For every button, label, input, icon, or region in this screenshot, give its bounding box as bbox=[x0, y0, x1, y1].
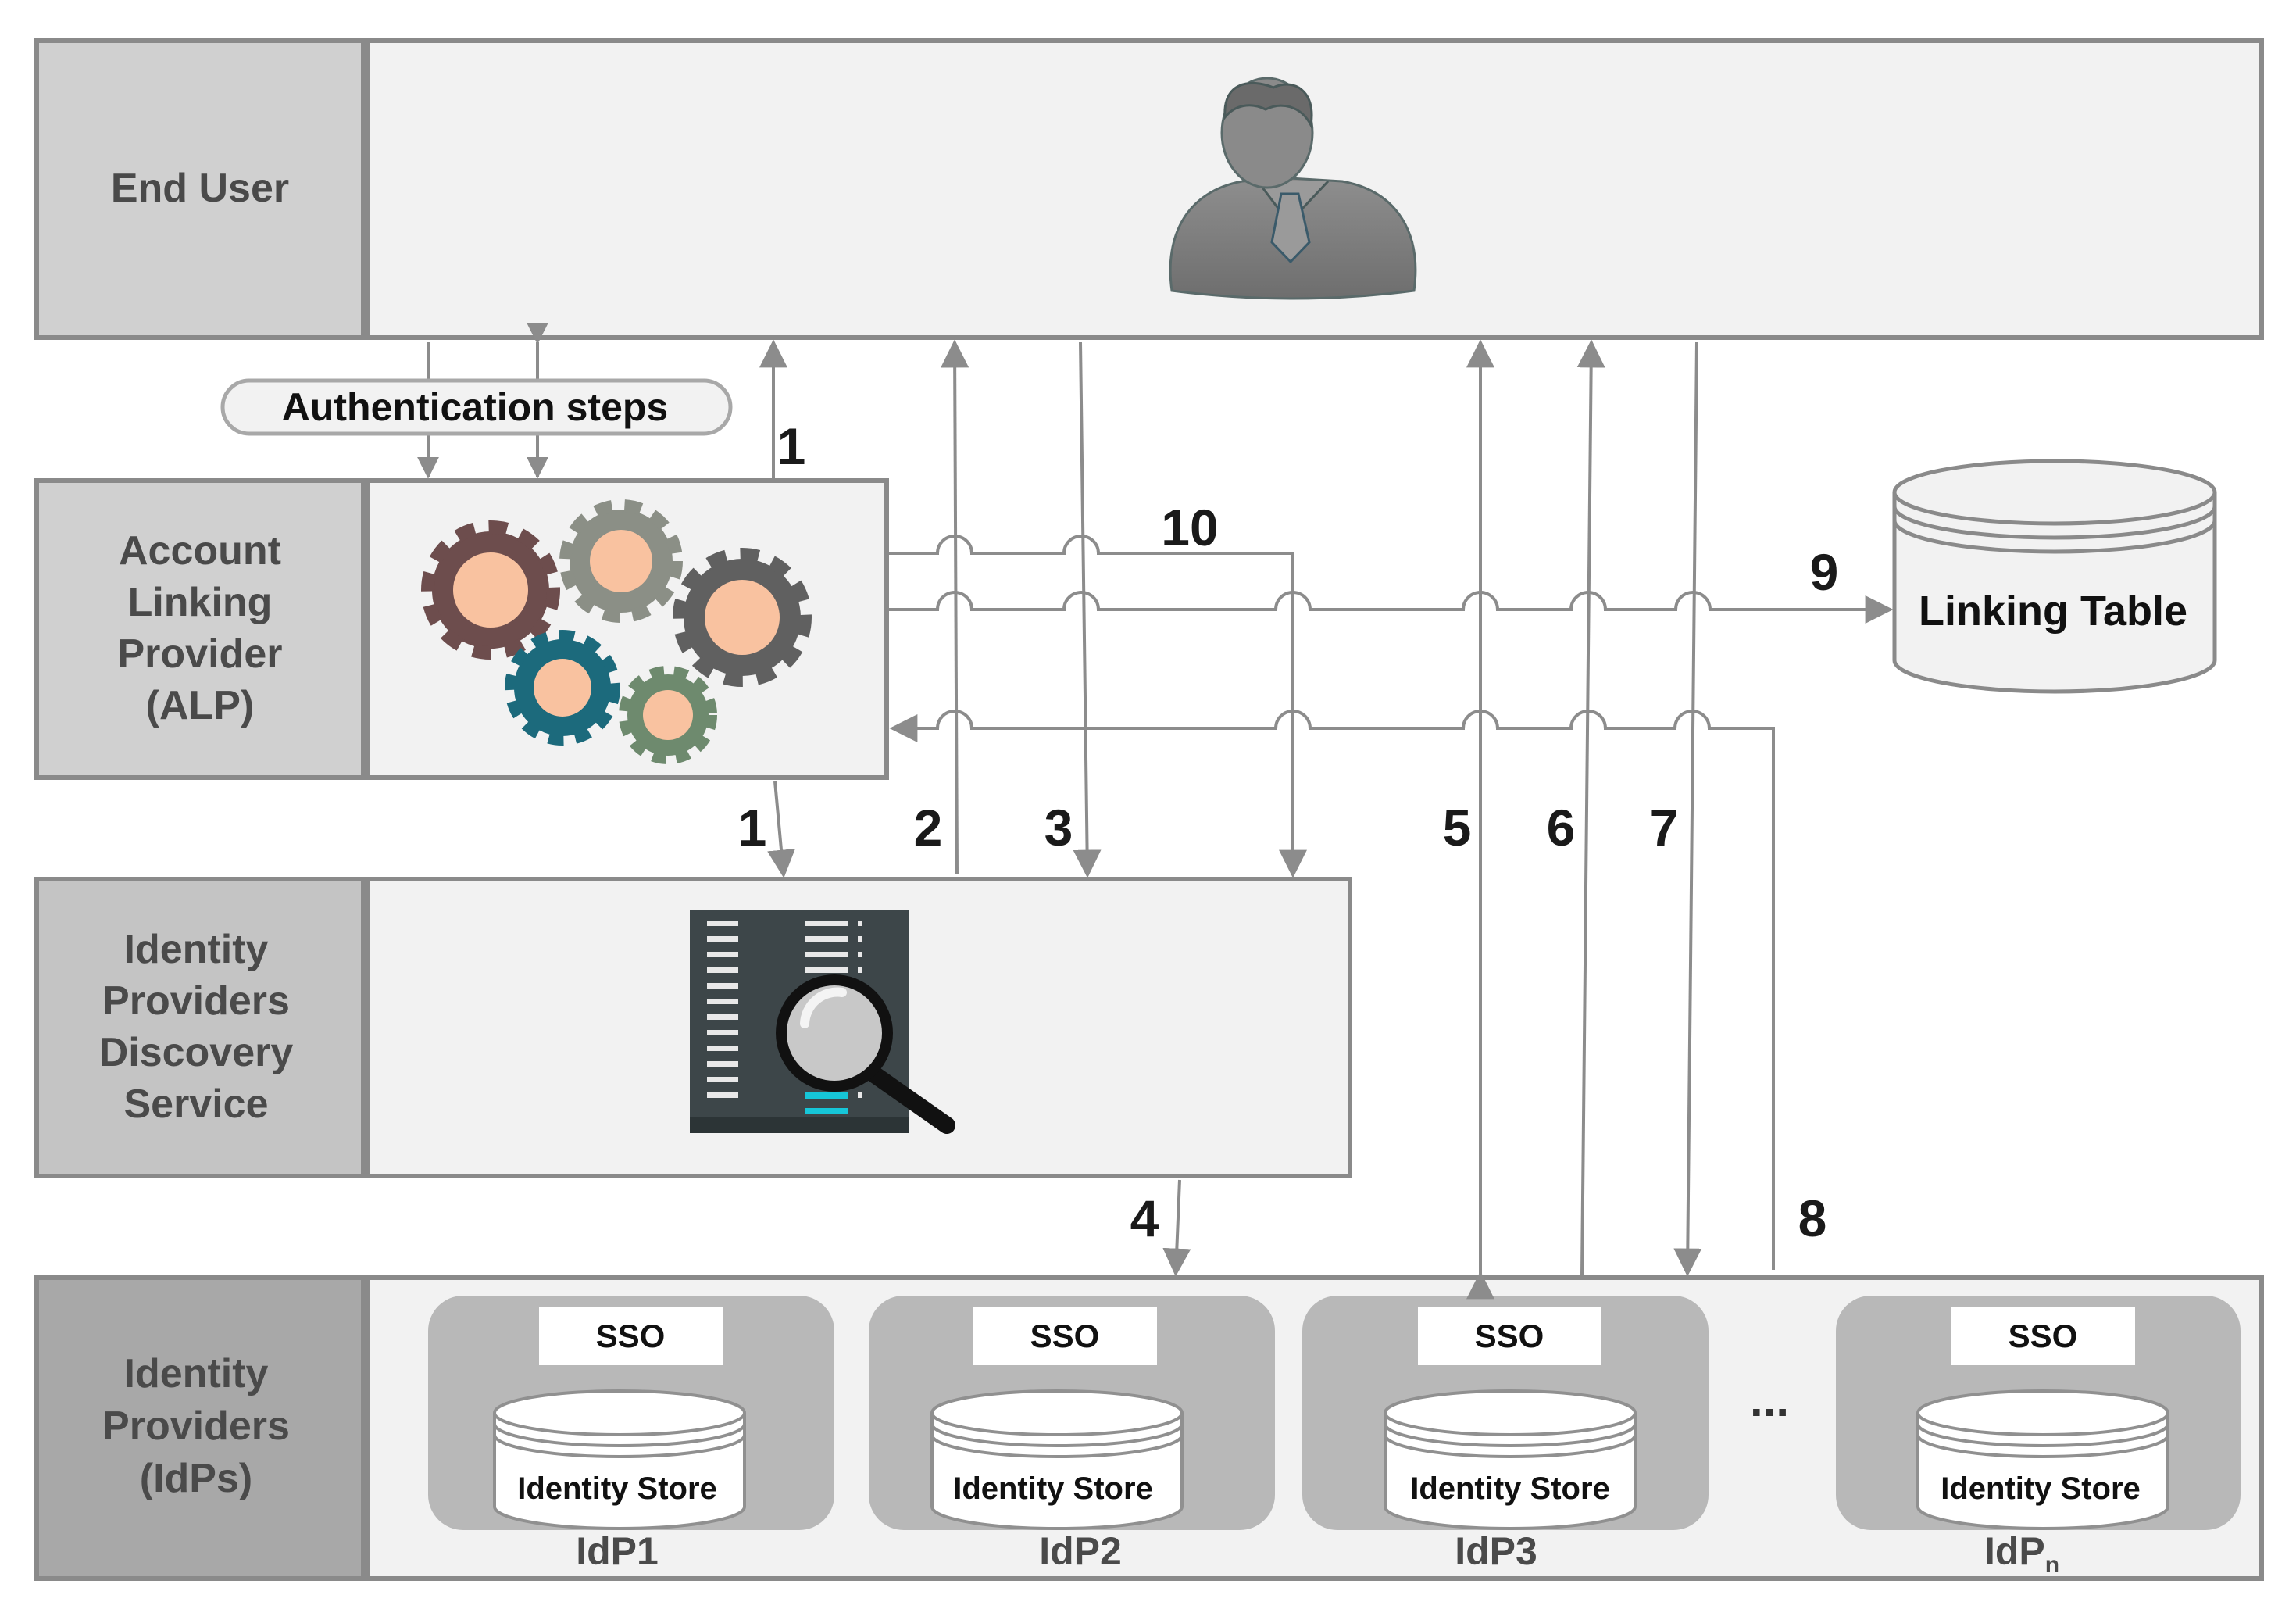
sso-box bbox=[539, 1307, 723, 1365]
step-8: 8 bbox=[1798, 1189, 1827, 1247]
flow-arrow-2 bbox=[941, 339, 969, 874]
idp-name: IdP2 bbox=[1039, 1529, 1122, 1573]
flow-arrow-10 bbox=[889, 535, 1307, 878]
flow-arrow-1-down bbox=[767, 781, 795, 878]
step-9: 9 bbox=[1810, 543, 1839, 601]
flow-arrow-7 bbox=[1673, 341, 1702, 1277]
identity-store-label: Identity Store bbox=[517, 1471, 717, 1506]
sso-label: SSO bbox=[2009, 1318, 2078, 1354]
flow-arrow-9 bbox=[889, 591, 1894, 624]
idp-name: IdPn bbox=[1984, 1529, 2059, 1578]
row-label-alp-3: Provider bbox=[118, 631, 283, 677]
step-1-top: 1 bbox=[777, 417, 806, 475]
row-label-idps-2: Providers bbox=[102, 1403, 290, 1449]
idp-card-2: SSO Identity Store IdP2 bbox=[869, 1296, 1275, 1573]
row-label-discovery-3: Discovery bbox=[99, 1030, 294, 1075]
user-icon bbox=[1169, 77, 1417, 300]
server-search-icon bbox=[690, 910, 955, 1134]
step-5: 5 bbox=[1443, 799, 1472, 856]
step-6: 6 bbox=[1547, 799, 1576, 856]
step-7: 7 bbox=[1650, 799, 1679, 856]
idp-card-1: SSO Identity Store IdP1 bbox=[428, 1296, 834, 1573]
flow-arrows bbox=[759, 339, 1894, 1300]
row-idps: Identity Providers (IdPs) SSO Identity S… bbox=[34, 1275, 2264, 1581]
database-icon bbox=[1892, 459, 2217, 694]
sso-box bbox=[973, 1307, 1157, 1365]
flow-arrow-3 bbox=[1073, 341, 1102, 878]
flow-arrow-6 bbox=[1576, 339, 1605, 1276]
row-alp: Account Linking Provider (ALP) bbox=[34, 478, 889, 780]
row-label-box bbox=[34, 478, 366, 780]
identity-store-label: Identity Store bbox=[1941, 1471, 2141, 1506]
sso-box bbox=[1418, 1307, 1601, 1365]
idp-name: IdP1 bbox=[576, 1529, 659, 1573]
sso-label: SSO bbox=[596, 1318, 666, 1354]
step-10: 10 bbox=[1161, 499, 1218, 556]
gears-icon bbox=[421, 499, 812, 764]
identity-store-icon bbox=[1916, 1389, 2169, 1530]
flow-arrow-8 bbox=[889, 710, 1775, 1270]
row-label-alp-4: (ALP) bbox=[146, 683, 255, 728]
idp-name: IdP3 bbox=[1455, 1529, 1537, 1573]
row-label-box bbox=[34, 1275, 366, 1581]
identity-store-label: Identity Store bbox=[953, 1471, 1153, 1506]
row-label-alp-1: Account bbox=[119, 528, 281, 574]
identity-store-icon bbox=[1384, 1389, 1637, 1530]
row-label-discovery-4: Service bbox=[123, 1082, 268, 1127]
row-label-idps-3: (IdPs) bbox=[140, 1456, 252, 1501]
sso-box bbox=[1951, 1307, 2135, 1365]
step-numbers: 1 1 2 3 4 5 6 7 8 9 10 bbox=[738, 417, 1839, 1247]
ellipsis: ... bbox=[1750, 1374, 1789, 1426]
row-label-idps-1: Identity bbox=[124, 1351, 269, 1396]
row-label-box bbox=[34, 877, 366, 1178]
row-label-discovery-2: Providers bbox=[102, 978, 290, 1024]
sso-label: SSO bbox=[1475, 1318, 1544, 1354]
step-4: 4 bbox=[1130, 1189, 1159, 1247]
linking-table-label: Linking Table bbox=[1919, 588, 2187, 635]
sso-label: SSO bbox=[1030, 1318, 1100, 1354]
row-label-discovery-1: Identity bbox=[124, 927, 269, 972]
identity-store-label: Identity Store bbox=[1410, 1471, 1610, 1506]
flow-arrow-4 bbox=[1162, 1179, 1191, 1277]
step-2: 2 bbox=[914, 799, 943, 856]
authentication-steps-label: Authentication steps bbox=[282, 385, 668, 429]
row-label-end-user: End User bbox=[111, 166, 289, 211]
row-end-user: End User bbox=[34, 38, 2264, 340]
authentication-steps-pill bbox=[220, 378, 733, 436]
idp-card-n: SSO Identity Store IdPn bbox=[1836, 1296, 2241, 1578]
identity-store-icon bbox=[493, 1389, 746, 1530]
step-1-bottom: 1 bbox=[738, 799, 767, 856]
row-discovery: Identity Providers Discovery Service bbox=[34, 877, 1352, 1178]
row-label-box bbox=[34, 38, 366, 340]
step-3: 3 bbox=[1044, 799, 1073, 856]
identity-store-icon bbox=[930, 1389, 1184, 1530]
authentication-steps-group: Authentication steps bbox=[220, 322, 733, 479]
row-label-alp-2: Linking bbox=[128, 580, 273, 625]
idp-card-3: SSO Identity Store IdP3 bbox=[1302, 1296, 1709, 1573]
